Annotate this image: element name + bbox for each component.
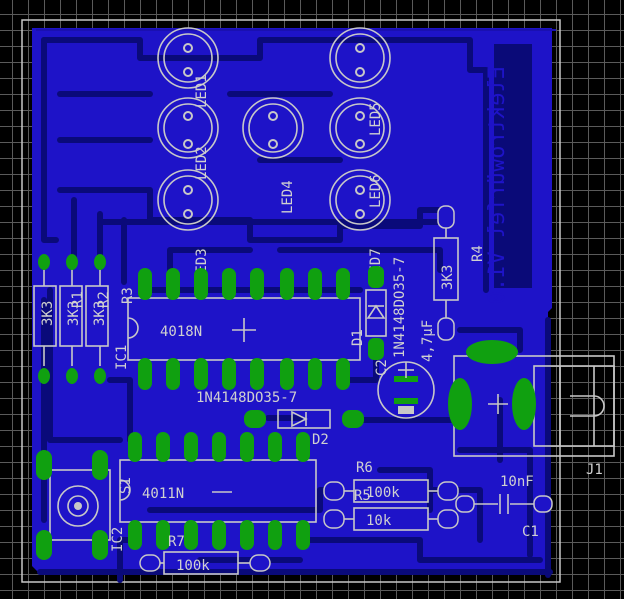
s1-ref: S1 xyxy=(118,477,134,494)
resistor-r6 xyxy=(323,479,459,503)
c2-value: 4,7µF xyxy=(420,320,436,362)
ic2-pins xyxy=(128,432,310,550)
led-6 xyxy=(329,97,391,159)
led5-label: LED5 xyxy=(368,102,384,136)
c1-value: 10nF xyxy=(500,474,534,490)
resistor-r4 xyxy=(433,205,459,341)
c2-ref: C2 xyxy=(374,359,390,376)
led4-label: LED4 xyxy=(280,180,296,214)
diode-d2 xyxy=(244,409,364,429)
led-7 xyxy=(329,169,391,231)
diode-d1 xyxy=(365,266,387,360)
led-2 xyxy=(157,97,219,159)
r3-value: 3K3 xyxy=(92,301,108,326)
d1-ref: D1 xyxy=(350,329,366,346)
r2-ref: R2 xyxy=(96,291,112,308)
c1-ref: C1 xyxy=(522,524,539,540)
led-array xyxy=(157,27,391,231)
r5-ref: R5 xyxy=(354,488,371,504)
ic1-ref: IC1 xyxy=(114,345,130,370)
d1-part: 1N4148DO35-7 xyxy=(392,257,408,358)
r3-ref: R3 xyxy=(120,287,136,304)
led-3 xyxy=(157,169,219,231)
d2-part: 1N4148DO35-7 xyxy=(196,390,297,406)
r7-ref: R7 xyxy=(168,534,185,550)
led-1 xyxy=(157,27,219,89)
ic1-pins xyxy=(138,268,350,390)
trace-layer xyxy=(37,37,553,583)
resistors-r1-r3 xyxy=(33,254,109,384)
resistor-r7 xyxy=(139,551,271,575)
board-title-text: Elektrowürfel V1.0 xyxy=(485,66,510,304)
r4-value: 3K3 xyxy=(440,265,456,290)
j1-ref: J1 xyxy=(586,462,603,478)
board-outline xyxy=(21,19,561,583)
r2-value: 3K3 xyxy=(66,301,82,326)
d2-ref: D2 xyxy=(312,432,329,448)
r1-ref: R1 xyxy=(70,291,86,308)
led2-label: LED2 xyxy=(194,146,210,180)
r6-value: 100k xyxy=(366,485,400,501)
r5-value: 10k xyxy=(366,513,392,529)
capacitor-c2 xyxy=(377,361,435,419)
ic2-ref: IC2 xyxy=(110,527,126,552)
capacitor-c1 xyxy=(455,494,553,514)
ic1-4018n xyxy=(127,297,361,361)
r7-value: 100k xyxy=(176,558,210,574)
led-5 xyxy=(329,27,391,89)
connector-j1 xyxy=(448,340,615,457)
switch-s1 xyxy=(36,450,111,560)
r4-ref: R4 xyxy=(470,245,486,262)
ic2-part: 4011N xyxy=(142,486,184,502)
resistor-r5 xyxy=(323,507,459,531)
r6-ref: R6 xyxy=(356,460,373,476)
r1-value: 3K3 xyxy=(40,301,56,326)
led-4 xyxy=(242,97,304,159)
led1-label: LED1 xyxy=(194,74,210,108)
ic1-part: 4018N xyxy=(160,324,202,340)
board-title: Elektrowürfel V1.0 xyxy=(485,44,532,304)
led6-label: LED6 xyxy=(368,174,384,208)
